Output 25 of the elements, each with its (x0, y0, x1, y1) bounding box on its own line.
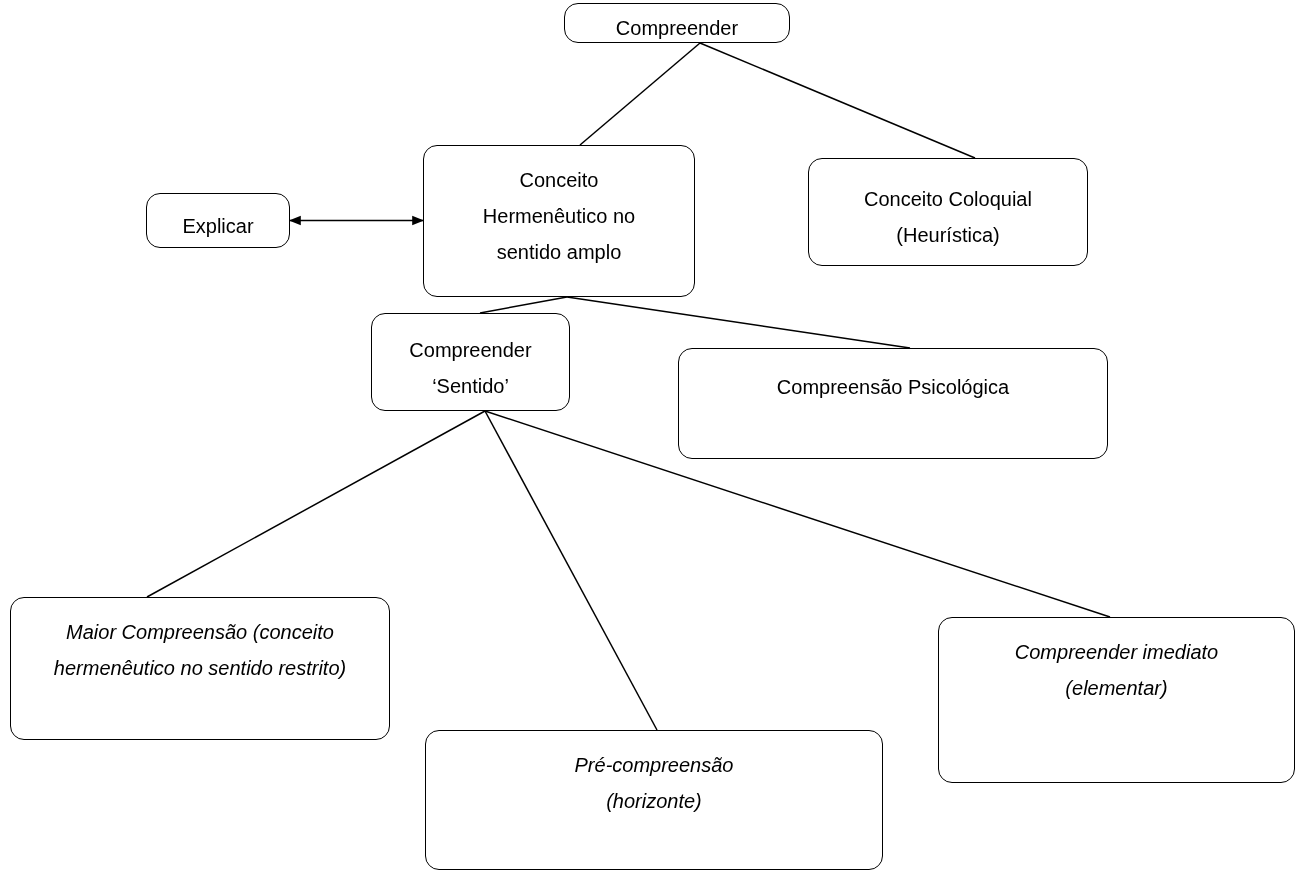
connector-line (484, 410, 658, 731)
concept-text: Compreender ‘Sentido’ (408, 338, 533, 399)
concept-text: Conceito Coloquial (Heurística) (863, 187, 1033, 248)
concept-text: Maior Compreensão (conceito hermenêutico no sentido restrito) (52, 620, 348, 681)
connector-line (566, 296, 911, 349)
concept-text: Pré-compreensão (horizonte) (573, 753, 735, 814)
concept-text: Compreender (615, 16, 739, 41)
concept-text: Explicar (182, 214, 254, 239)
connector-line (146, 410, 486, 598)
double-arrow (288, 215, 425, 226)
concept-box (425, 730, 883, 870)
concept-box (371, 313, 570, 411)
concept-box (10, 597, 390, 740)
concept-box (564, 3, 790, 43)
concept-box (146, 193, 290, 248)
connector-line (484, 410, 1111, 618)
concept-box (423, 145, 695, 297)
concept-text: Compreender imediato (elementar) (1013, 640, 1220, 701)
connector-line (579, 42, 701, 146)
concept-box (678, 348, 1108, 459)
concept-box (808, 158, 1088, 266)
concept-text: Conceito Hermenêutico no sentido amplo (481, 168, 637, 265)
concept-text: Compreensão Psicológica (776, 375, 1010, 400)
connector-line (699, 42, 976, 159)
concept-box (938, 617, 1295, 783)
